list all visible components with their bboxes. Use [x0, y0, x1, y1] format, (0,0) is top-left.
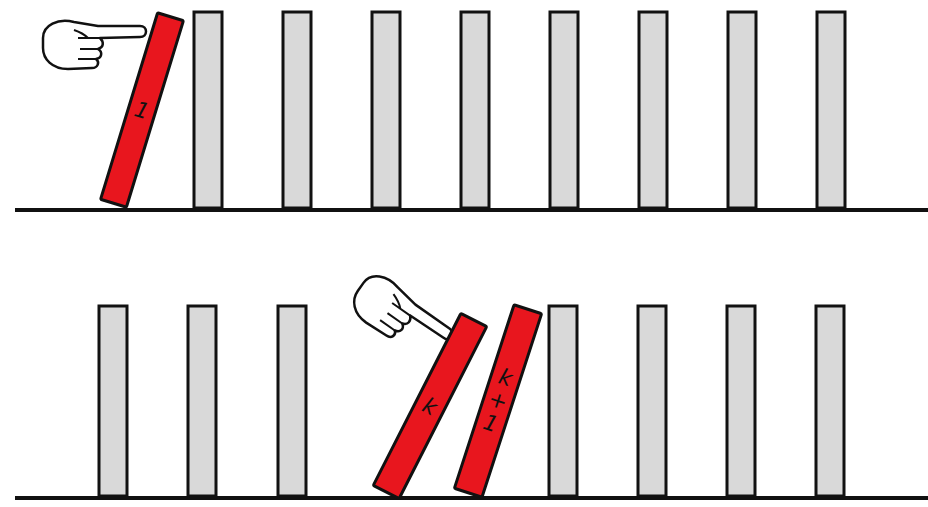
- red-domino: 1: [99, 11, 186, 209]
- pointing-hand: [43, 21, 146, 69]
- domino-label: 1: [132, 96, 153, 124]
- domino-label: k+1: [476, 363, 519, 439]
- ground-line: [15, 496, 928, 500]
- domino-label: k: [419, 392, 442, 420]
- ground-line: [15, 208, 928, 212]
- grey-dominoes: [99, 12, 845, 496]
